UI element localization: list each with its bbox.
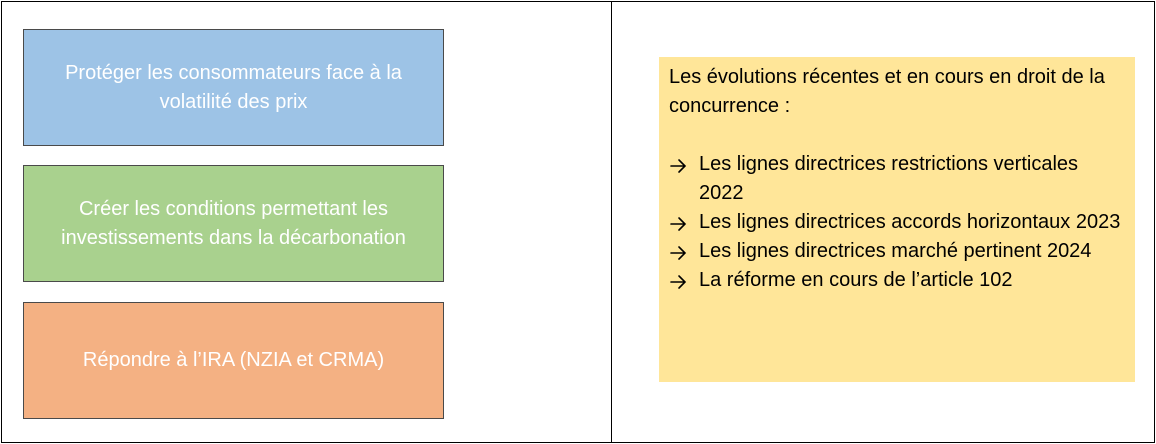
objective-label: Créer les conditions permettant les inve… xyxy=(61,197,406,249)
note-intro: Les évolutions récentes et en cours en d… xyxy=(669,66,1105,117)
objective-box-decarbonisation-investment: Créer les conditions permettant les inve… xyxy=(23,165,444,282)
note-item-text: Les lignes directrices restrictions vert… xyxy=(699,153,1079,204)
note-item-text: Les lignes directrices accords horizonta… xyxy=(699,211,1121,233)
competition-law-note: Les évolutions récentes et en cours en d… xyxy=(659,57,1135,382)
objective-box-consumer-protection: Protéger les consommateurs face à la vol… xyxy=(23,29,444,146)
note-item-text: Les lignes directrices marché pertinent … xyxy=(699,240,1092,262)
right-arrow-icon xyxy=(670,275,687,289)
note-list-item: Les lignes directrices marché pertinent … xyxy=(669,237,1125,266)
note-list-item: La réforme en cours de l’article 102 xyxy=(669,266,1125,295)
right-arrow-icon xyxy=(670,159,687,173)
objective-label: Répondre à l’IRA (NZIA et CRMA) xyxy=(82,349,385,371)
note-list: Les lignes directrices restrictions vert… xyxy=(669,150,1125,295)
note-list-item: Les lignes directrices accords horizonta… xyxy=(669,208,1125,237)
note-list-item: Les lignes directrices restrictions vert… xyxy=(669,150,1125,208)
objective-box-ira-response: Répondre à l’IRA (NZIA et CRMA) xyxy=(23,302,444,419)
right-arrow-icon xyxy=(670,246,687,260)
objective-label: Protéger les consommateurs face à la vol… xyxy=(65,61,402,113)
right-arrow-icon xyxy=(670,217,687,231)
note-item-text: La réforme en cours de l’article 102 xyxy=(699,269,1013,291)
